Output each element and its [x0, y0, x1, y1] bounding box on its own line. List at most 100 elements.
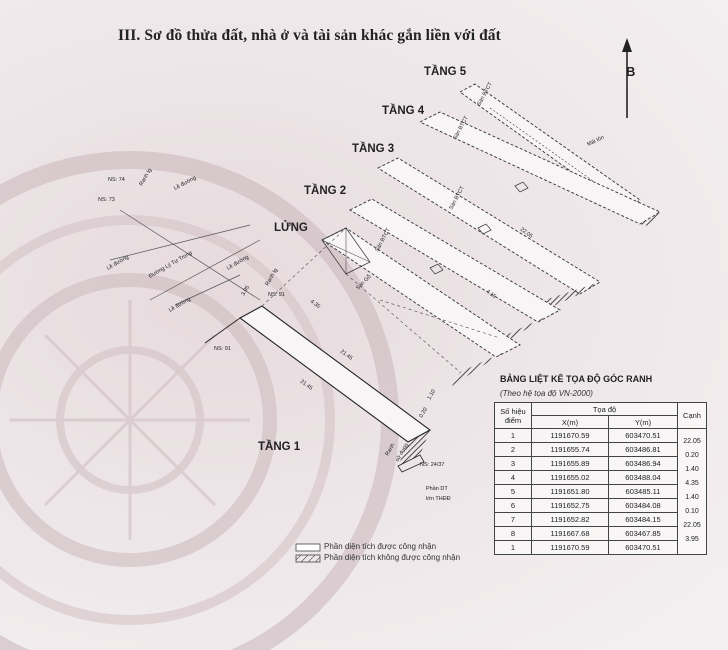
floor-plan-tang-5 — [459, 83, 641, 211]
table-row: 1 1191670.59 603470.51 — [494, 540, 707, 555]
edge-value: 1.40 — [685, 466, 699, 473]
cell-y: 603486.94 — [608, 456, 678, 471]
road-edge-label-4: Lề đường — [168, 296, 192, 313]
street-name-label: Đường Lý Tự Trọng — [148, 250, 193, 280]
edge-value: 1.40 — [685, 494, 699, 501]
cell-point: 7 — [494, 512, 532, 527]
neighbor-label-73: NS: 73 — [98, 197, 115, 203]
cell-y: 603484.15 — [608, 512, 678, 527]
floor-label-tang-1: TẦNG 1 — [258, 440, 301, 453]
edge-column: 22.05 0.20 1.40 4.35 1.40 0.10 22.05 3.9… — [677, 428, 707, 555]
table-row: 6 1191652.75 603484.08 — [494, 498, 707, 513]
edge-value: 0.10 — [685, 508, 699, 515]
header-point: Số hiệu điểm — [494, 402, 532, 429]
cell-x: 1191651.80 — [531, 484, 609, 499]
cell-point: 2 — [494, 442, 532, 457]
dim-8: 4.15 — [485, 289, 497, 300]
neighbor-label-91b: NS: 91 — [214, 346, 231, 352]
floor-label-tang-4: TẦNG 4 — [382, 104, 425, 117]
legend-swatch-recognized — [295, 543, 321, 552]
header-point-line2: điểm — [504, 415, 522, 425]
floor-label-lung: LỬNG — [274, 221, 308, 234]
neighbor-label-91a: NS: 91 — [268, 292, 285, 298]
coordinate-table-subtitle: (Theo hệ tọa độ VN-2000) — [500, 389, 593, 398]
cell-point: 5 — [494, 484, 532, 499]
coordinate-table-title: BẢNG LIỆT KÊ TỌA ĐỘ GÓC RANH — [500, 374, 653, 384]
dim-2: 21.45 — [339, 349, 354, 362]
area-part-label-1: Phần DT — [426, 486, 448, 492]
cell-y: 603470.51 — [608, 540, 678, 555]
dim-3: 4.35 — [309, 299, 321, 310]
neighbor-label-2437: NS: 24/37 — [420, 462, 444, 468]
header-coordinates: Tọa độ — [531, 402, 678, 416]
cell-point: 1 — [494, 428, 532, 443]
table-row: 2 1191655.74 603486.81 — [494, 442, 707, 457]
area-part-label-2: lớn THĐĐ — [426, 496, 451, 502]
cell-point: 1 — [494, 540, 532, 555]
cell-x: 1191652.75 — [531, 498, 609, 513]
floor-plan-tang-3 — [377, 157, 601, 312]
slab-label-4: Sàn BTCT — [374, 227, 392, 253]
floor-label-tang-3: TẦNG 3 — [352, 142, 394, 155]
boundary-label-1: Ranh lg — [139, 168, 154, 187]
edge-value: 3.95 — [685, 536, 699, 543]
cell-x: 1191655.74 — [531, 442, 609, 457]
table-row: 1 1191670.59 603470.51 22.05 0.20 1.40 4… — [494, 428, 707, 555]
road-strip — [109, 209, 261, 306]
floor-projection-lines — [261, 227, 501, 373]
legend-recognized-label: Phần diện tích được công nhận — [324, 542, 437, 551]
cell-x: 1191667.68 — [531, 526, 609, 541]
legend-swatch-not-recognized — [295, 554, 321, 563]
table-row: 5 1191651.80 603485.11 — [494, 484, 707, 499]
header-edge: Cạnh — [677, 402, 707, 429]
cell-y: 603485.11 — [608, 484, 678, 499]
floor-plan-tang-4 — [418, 111, 661, 226]
cell-x: 1191670.59 — [531, 540, 609, 555]
cell-point: 4 — [494, 470, 532, 485]
document-title: III. Sơ đồ thửa đất, nhà ở và tài sản kh… — [118, 27, 501, 44]
cell-y: 603488.04 — [608, 470, 678, 485]
north-arrow — [622, 38, 632, 118]
cell-y: 603486.81 — [608, 442, 678, 457]
neighbor-label-74: NS: 74 — [108, 177, 125, 183]
table-row: 3 1191655.89 603486.94 — [494, 456, 707, 471]
floor-plan-lung — [321, 227, 521, 386]
road-edge-label-2: Lề đường — [106, 254, 130, 271]
header-x: X(m) — [531, 415, 609, 429]
cell-x: 1191655.89 — [531, 456, 609, 471]
dim-5: 3.95 — [241, 285, 252, 297]
cell-x: 1191652.82 — [531, 512, 609, 527]
cell-point: 3 — [494, 456, 532, 471]
north-label: B — [626, 64, 635, 79]
header-point-line1: Số hiệu — [500, 406, 526, 416]
edge-value: 4.35 — [685, 480, 699, 487]
edge-value: 0.20 — [685, 452, 699, 459]
cell-x: 1191655.02 — [531, 470, 609, 485]
floor-label-tang-5: TẦNG 5 — [424, 65, 467, 78]
floor-plan-tang-2 — [349, 198, 561, 350]
road-edge-label-1: Lề đường — [173, 175, 197, 192]
roof-label: Mái tôn — [586, 135, 605, 148]
table-row: 4 1191655.02 603488.04 — [494, 470, 707, 485]
dim-1: 21.45 — [299, 379, 314, 392]
edge-value: 22.05 — [683, 438, 701, 445]
coordinate-table: Số hiệu điểm Tọa độ Cạnh X(m) Y(m) 1 119… — [494, 402, 707, 555]
table-row: 8 1191667.68 603467.85 — [494, 526, 707, 541]
cell-y: 603484.08 — [608, 498, 678, 513]
header-y: Y(m) — [608, 415, 678, 429]
floor-plan-tang-1 — [204, 305, 432, 473]
cell-y: 603470.51 — [608, 428, 678, 443]
cell-y: 603467.85 — [608, 526, 678, 541]
cell-x: 1191670.59 — [531, 428, 609, 443]
boundary-label-3: Ranh — [385, 443, 397, 457]
dim-6: 0.20 — [419, 407, 430, 419]
legend-not-recognized-label: Phần diện tích không được công nhận — [324, 553, 461, 562]
floor-label-tang-2: TẦNG 2 — [304, 184, 346, 197]
table-row: 7 1191652.82 603484.15 — [494, 512, 707, 527]
dim-4: 1.10 — [427, 389, 438, 401]
cell-point: 6 — [494, 498, 532, 513]
cell-point: 8 — [494, 526, 532, 541]
drum-watermark — [0, 151, 399, 650]
